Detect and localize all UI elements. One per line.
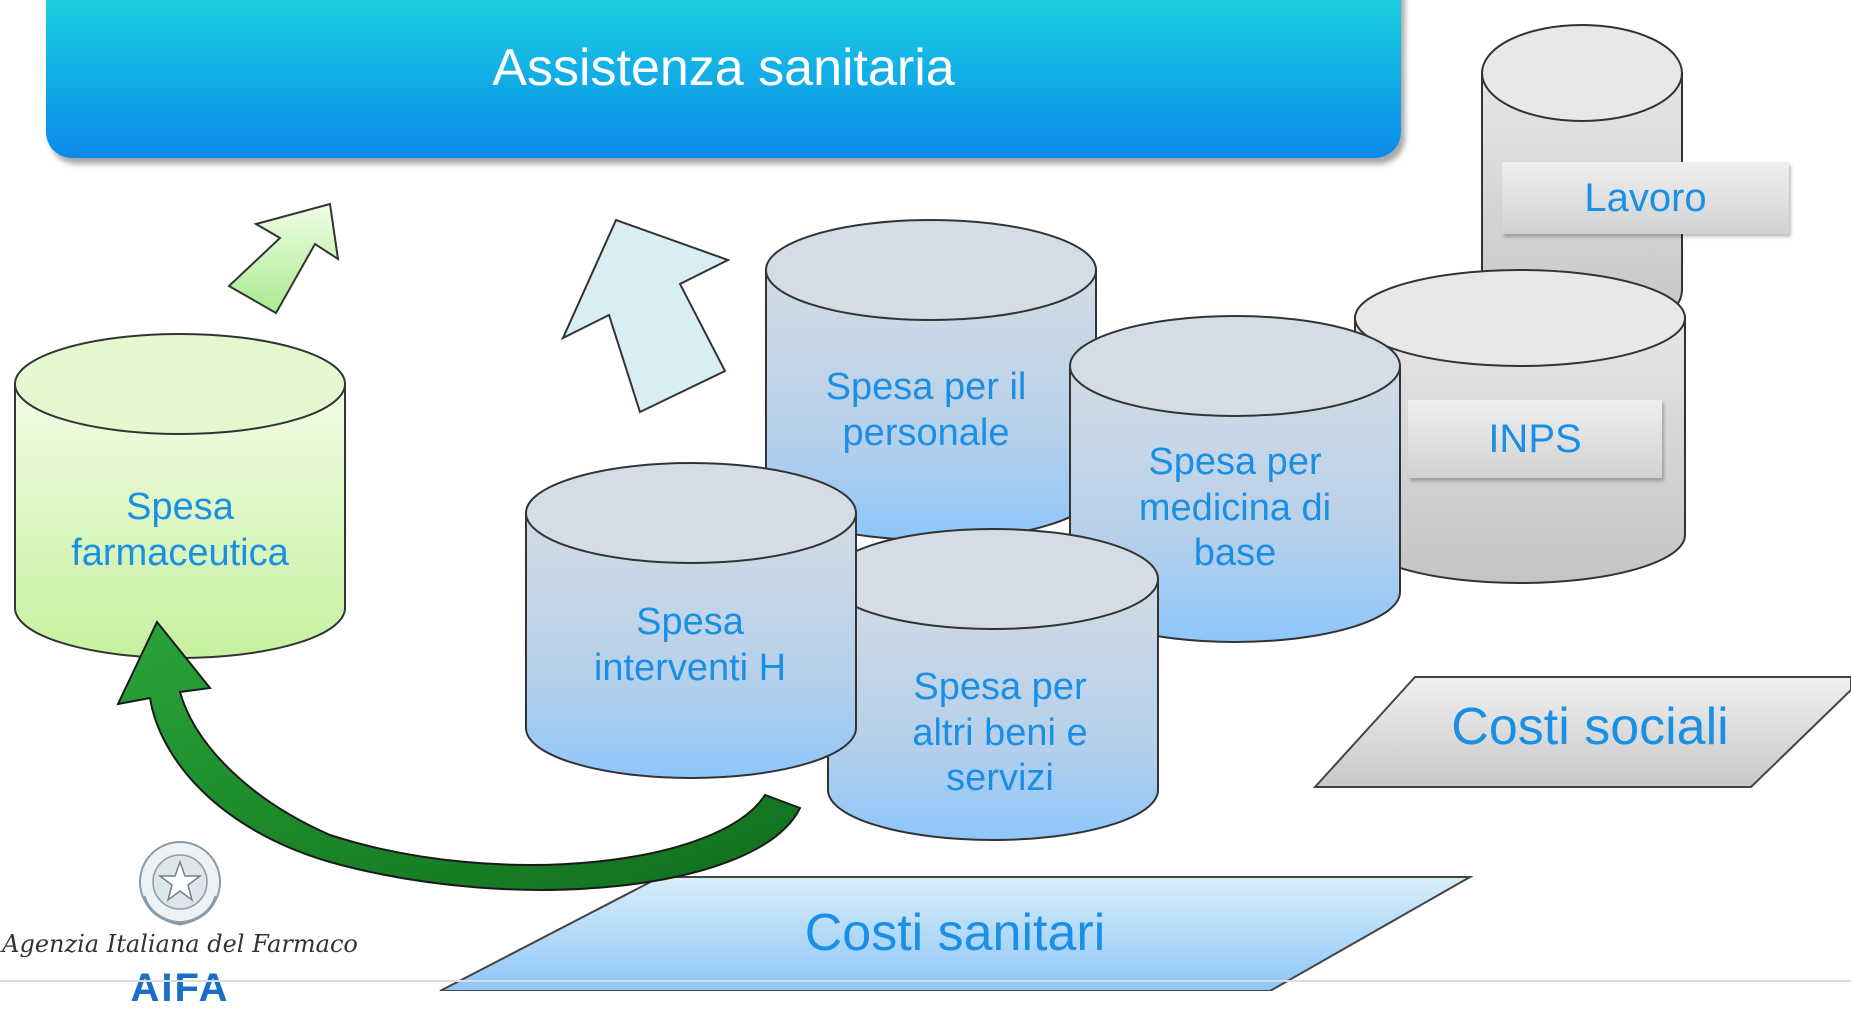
altri-beni-label: Spesa per altri beni e servizi bbox=[912, 666, 1088, 800]
farmaceutica-label: Spesa farmaceutica bbox=[71, 486, 289, 574]
personale-label: Spesa per il personale bbox=[825, 366, 1027, 454]
inps-label-box: INPS bbox=[1408, 400, 1662, 478]
agency-acronym: AIFA bbox=[130, 966, 230, 1010]
personale-cylinder bbox=[765, 219, 1097, 541]
altri-beni-cylinder bbox=[827, 528, 1159, 841]
agency-name: Agenzia Italiana del Farmaco bbox=[2, 930, 358, 958]
costi-sociali-label: Costi sociali bbox=[1451, 698, 1729, 756]
interventi-h-cylinder bbox=[525, 462, 857, 779]
green-up-arrow bbox=[227, 202, 340, 315]
banner bbox=[46, 0, 1401, 158]
interventi-h-label: Spesa interventi H bbox=[593, 601, 787, 689]
costi-sociali-platform bbox=[1312, 676, 1851, 788]
lavoro-label: Lavoro bbox=[1584, 175, 1707, 220]
curved-green-arrow bbox=[116, 620, 802, 891]
inps-label: INPS bbox=[1488, 416, 1582, 461]
emblem-icon bbox=[139, 841, 221, 926]
banner-title: Assistenza sanitaria bbox=[492, 39, 955, 97]
lavoro-label-box: Lavoro bbox=[1502, 162, 1789, 234]
costi-sanitari-label: Costi sanitari bbox=[804, 904, 1106, 962]
costi-sanitari-platform bbox=[439, 876, 1474, 991]
footer-divider bbox=[0, 980, 1851, 982]
blue-up-arrow bbox=[560, 218, 731, 414]
medicina-base-label: Spesa per medicina di base bbox=[1138, 441, 1332, 575]
